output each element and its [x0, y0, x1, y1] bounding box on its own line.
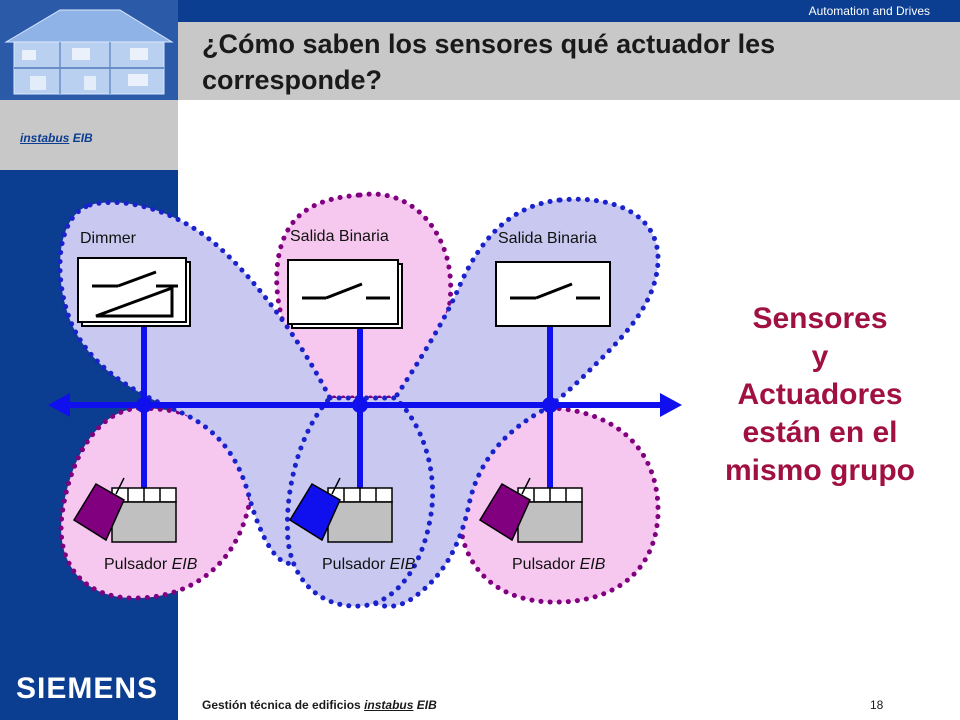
message-line-1: Sensores: [752, 302, 888, 335]
footer-prefix: Gestión técnica de edificios: [202, 698, 361, 712]
push-button-label-1-suffix: EIB: [171, 556, 198, 573]
push-button-label-1-text: Pulsador: [104, 556, 168, 573]
push-button-label-3-suffix: EIB: [579, 556, 606, 573]
message-line-2: y: [811, 340, 829, 373]
bus-arrow-right: [660, 393, 682, 417]
siemens-logo: SIEMENS: [16, 672, 159, 705]
message-line-5: mismo grupo: [724, 454, 915, 487]
message-line-4: están en el: [742, 416, 898, 449]
message-line-3: Actuadores: [737, 378, 903, 411]
binary-output-label-2: Salida Binaria: [498, 230, 597, 247]
footer-text: Gestión técnica de edificios instabus EI…: [202, 698, 437, 712]
page-title: ¿Cómo saben los sensores qué actuador le…: [202, 29, 776, 95]
footer-suffix: EIB: [416, 698, 437, 712]
group-message: Sensores y Actuadores están en el mismo …: [690, 300, 950, 490]
dimmer-label: Dimmer: [80, 230, 136, 247]
bus-arrow-left: [48, 393, 70, 417]
top-bar: Automation and Drives: [178, 0, 960, 22]
binary-output-device-2: [495, 261, 611, 327]
push-button-sensor-3: [478, 477, 583, 543]
page-number: 18: [870, 698, 884, 712]
binary-output-label-1: Salida Binaria: [290, 228, 389, 245]
footer-underline: instabus: [364, 698, 414, 712]
house-illustration: [0, 0, 178, 100]
junction-2: [352, 397, 368, 413]
push-button-label-3-text: Pulsador: [512, 556, 576, 573]
binary-output-device-1: [287, 259, 403, 329]
company-line: Automation and Drives: [808, 4, 930, 18]
product-label: instabus EIB: [20, 131, 93, 145]
junction-1: [136, 397, 152, 413]
push-button-label-1: Pulsador EIB: [104, 556, 197, 574]
product-label-part1: instabus: [20, 131, 70, 145]
product-label-part2: EIB: [72, 131, 93, 145]
push-button-label-2: Pulsador EIB: [322, 556, 415, 574]
push-button-label-2-suffix: EIB: [389, 556, 416, 573]
push-button-label-2-text: Pulsador: [322, 556, 386, 573]
push-button-sensor-2: [288, 477, 393, 543]
push-button-label-3: Pulsador EIB: [512, 556, 605, 574]
dimmer-device: [77, 257, 191, 327]
junction-3: [542, 397, 558, 413]
push-button-sensor-1: [72, 477, 177, 543]
title-bar: ¿Cómo saben los sensores qué actuador le…: [178, 22, 960, 100]
